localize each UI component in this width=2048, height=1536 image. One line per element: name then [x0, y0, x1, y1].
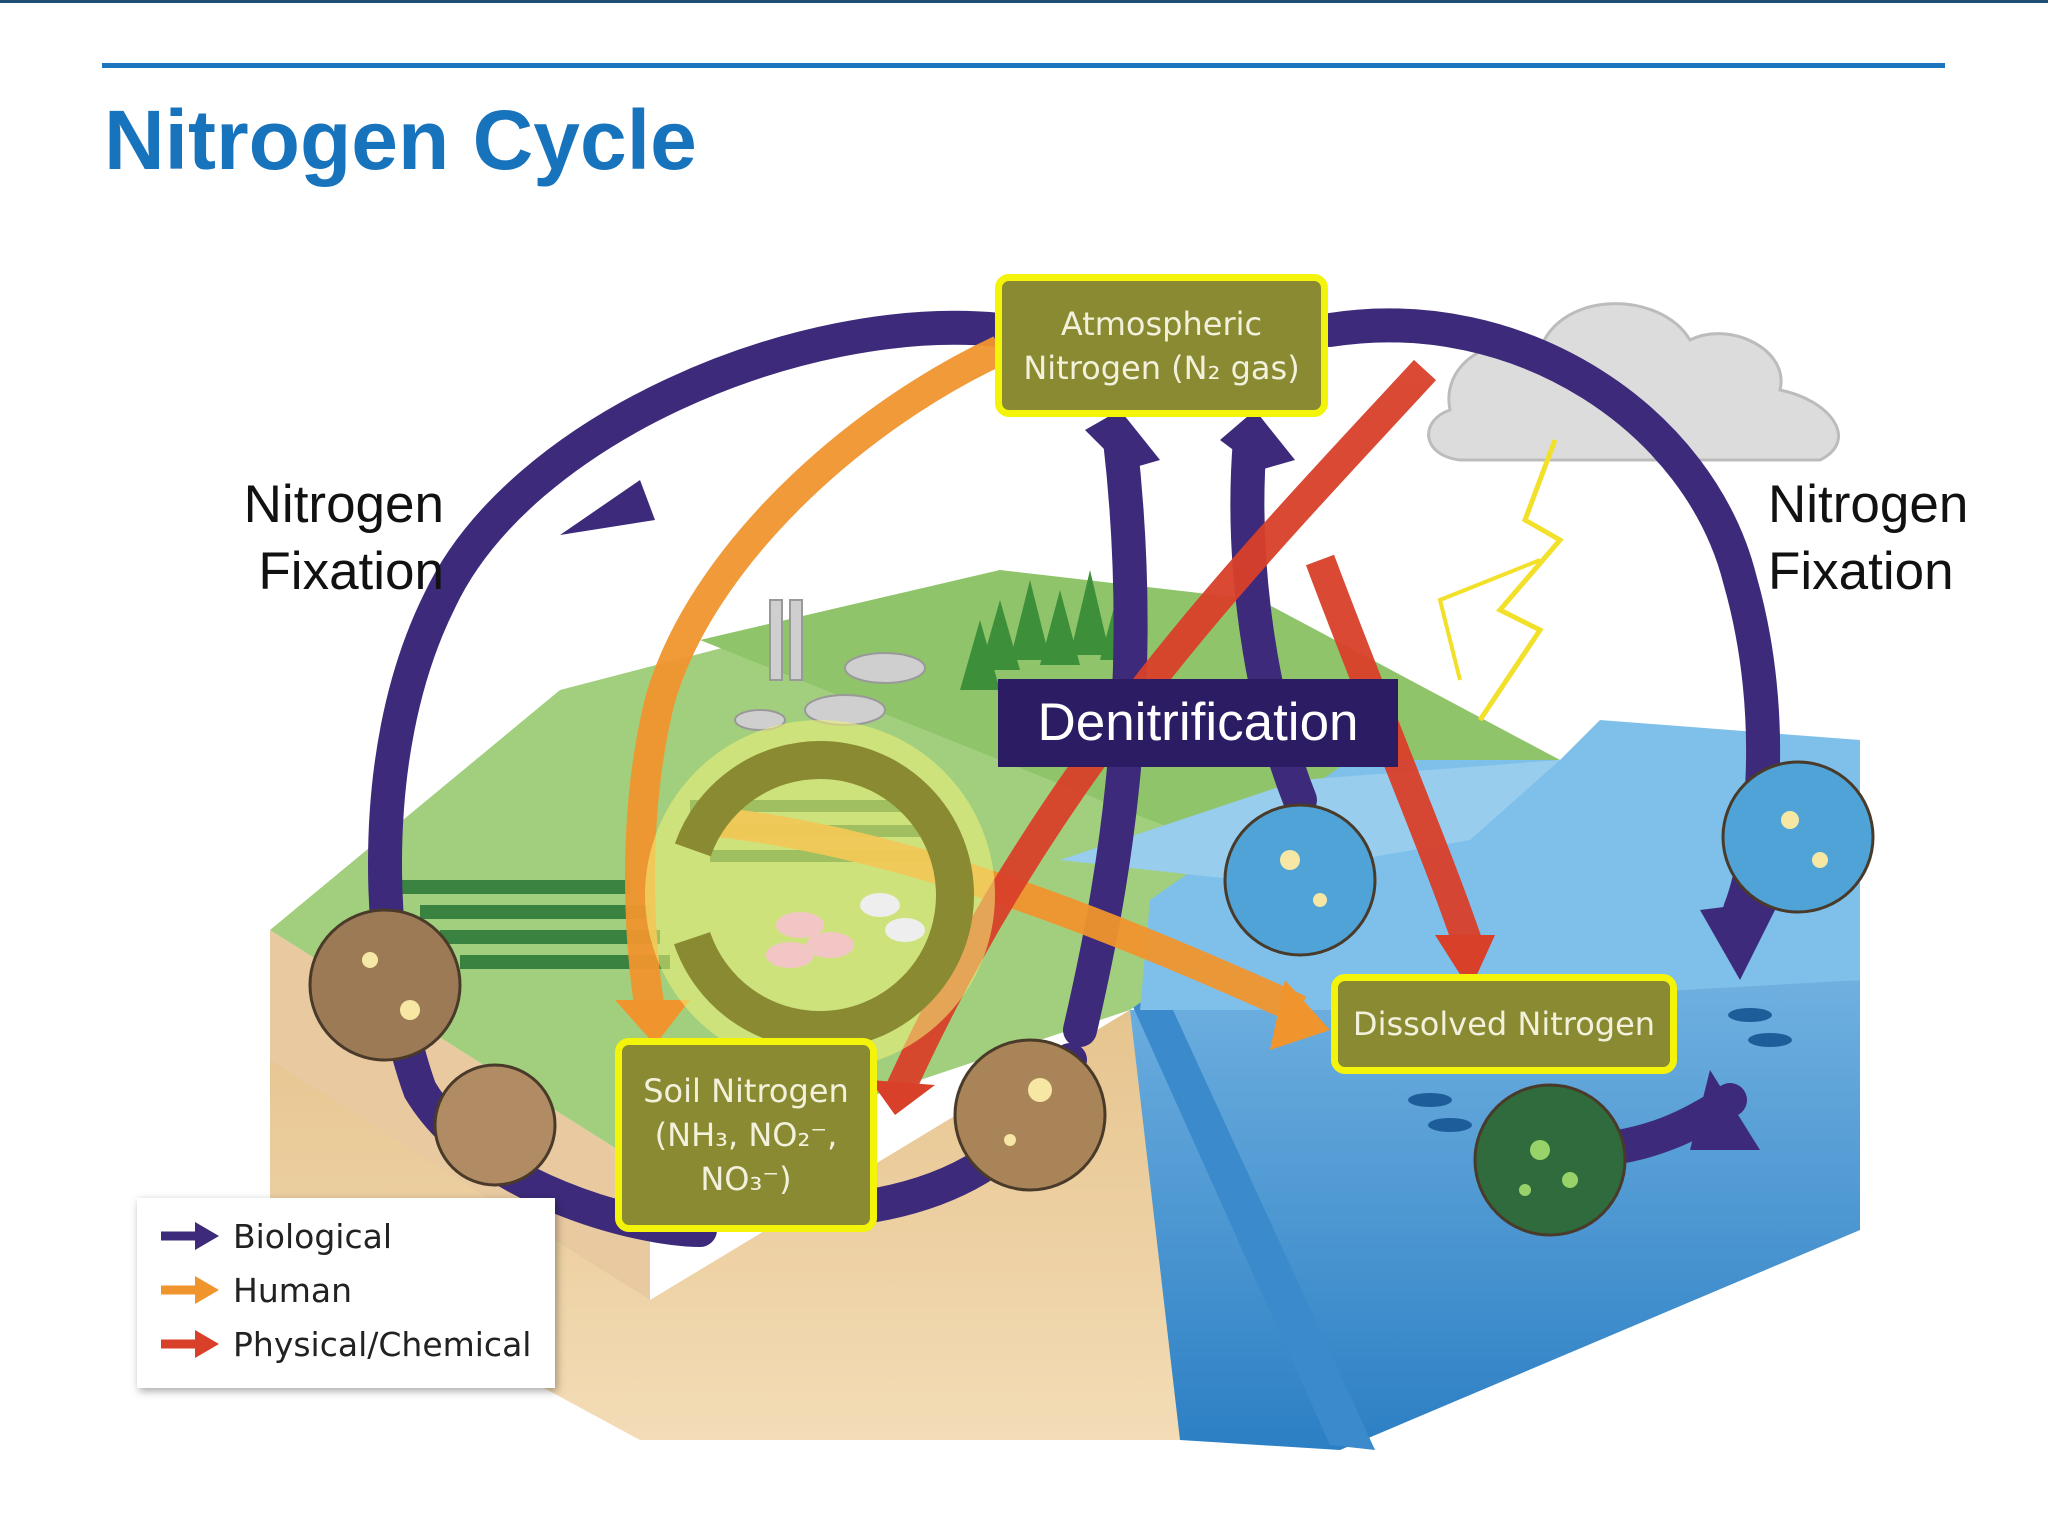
soil-line-1: Soil Nitrogen — [643, 1072, 849, 1110]
soil-line-3: NO₃⁻) — [700, 1160, 792, 1198]
biological-arrow-icon — [161, 1222, 219, 1250]
dissolved-label: Dissolved Nitrogen — [1352, 1005, 1656, 1043]
human-arrowhead — [615, 1000, 690, 1045]
biological-arrowhead — [1085, 410, 1160, 470]
title-rule — [102, 63, 1945, 68]
biological-arrowhead — [560, 480, 655, 535]
nitrogen-fixation-label-left: Nitrogen Fixation — [200, 471, 444, 605]
physical-chemical-arrowhead — [870, 1080, 935, 1115]
page-title: Nitrogen Cycle — [104, 93, 697, 187]
fixation-right-line-2: Fixation — [1768, 542, 1954, 601]
soil-line-2: (NH₃, NO₂⁻, — [654, 1116, 838, 1154]
legend-item-physical-chemical: Physical/Chemical — [159, 1320, 531, 1368]
legend-label-biological: Biological — [233, 1216, 393, 1256]
legend-item-human: Human — [159, 1266, 352, 1314]
biological-arrowhead — [1700, 900, 1780, 980]
biological-arrowhead — [1690, 1070, 1760, 1150]
nitrogen-fixation-label-right: Nitrogen Fixation — [1768, 471, 2008, 605]
denitrification-label: Denitrification — [998, 679, 1398, 767]
legend-label-human: Human — [233, 1270, 353, 1310]
fixation-left-line-1: Nitrogen — [243, 475, 444, 534]
top-border — [0, 0, 2048, 3]
legend-item-biological: Biological — [159, 1212, 392, 1260]
nitrification-ring — [645, 720, 995, 1070]
biological-arrowhead — [1220, 410, 1295, 470]
atmospheric-line-2: Nitrogen (N₂ gas) — [1023, 348, 1300, 387]
fixation-left-line-2: Fixation — [258, 542, 444, 601]
legend: Biological Human Physical/Chemical — [137, 1198, 555, 1388]
physical-chemical-arrow-icon — [161, 1330, 219, 1358]
soil-nitrogen-pool: Soil Nitrogen (NH₃, NO₂⁻, NO₃⁻) — [615, 1038, 877, 1232]
fixation-right-line-1: Nitrogen — [1768, 475, 1969, 534]
human-arrowhead — [1270, 980, 1330, 1050]
legend-label-physical-chemical: Physical/Chemical — [233, 1324, 532, 1364]
dissolved-nitrogen-pool: Dissolved Nitrogen — [1331, 974, 1677, 1074]
physical-chemical-arrowhead — [1435, 935, 1495, 990]
atmospheric-nitrogen-pool: Atmospheric Nitrogen (N₂ gas) — [995, 274, 1328, 417]
human-arrow-icon — [161, 1276, 219, 1304]
microbe-circles — [308, 760, 1875, 1237]
atmospheric-line-1: Atmospheric — [1060, 304, 1263, 343]
